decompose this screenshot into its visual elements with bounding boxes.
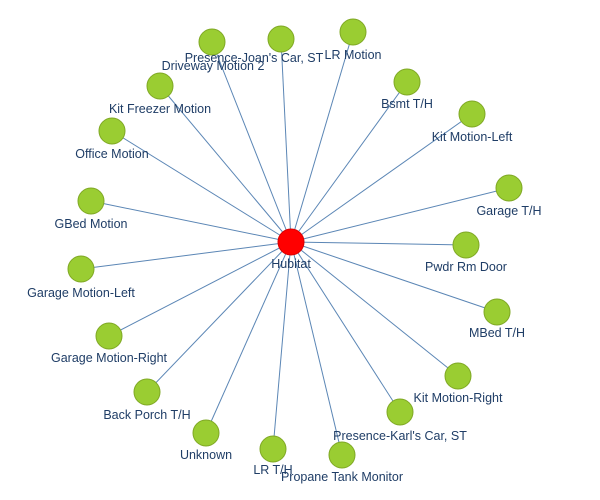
node-garage-motion-left[interactable] <box>67 255 95 283</box>
node-label-garage-motion-left: Garage Motion-Left <box>27 286 135 300</box>
node-bsmt-t-h[interactable] <box>393 68 421 96</box>
node-hubitat-hub[interactable] <box>277 228 305 256</box>
node-label-kit-freezer-motion: Kit Freezer Motion <box>109 102 211 116</box>
node-label-propane-tank-monitor: Propane Tank Monitor <box>281 470 403 484</box>
node-label-lr-motion: LR Motion <box>325 48 382 62</box>
node-label-kit-motion-right: Kit Motion-Right <box>414 391 503 405</box>
edge-gbed-motion <box>90 200 292 243</box>
edge-garage-t-h <box>290 187 510 243</box>
edge-garage-motion-left <box>80 241 292 270</box>
edge-kit-freezer-motion <box>159 85 292 243</box>
node-label-hubitat: Hubitat <box>271 257 311 271</box>
node-presence-joan-s-car-st[interactable] <box>267 25 295 53</box>
edge-kit-motion-right <box>290 241 459 377</box>
node-label-presence-karl-s-car-st: Presence-Karl's Car, ST <box>333 429 467 443</box>
node-kit-freezer-motion[interactable] <box>146 72 174 100</box>
edge-lr-t-h <box>272 241 292 450</box>
edge-bsmt-t-h <box>290 81 408 243</box>
node-driveway-motion-2[interactable] <box>198 28 226 56</box>
node-garage-t-h[interactable] <box>495 174 523 202</box>
node-label-driveway-motion-2: Driveway Motion 2 <box>162 59 265 73</box>
edge-propane-tank-monitor <box>290 241 343 456</box>
node-back-porch-t-h[interactable] <box>133 378 161 406</box>
node-unknown[interactable] <box>192 419 220 447</box>
node-label-garage-t-h: Garage T/H <box>476 204 541 218</box>
edge-presence-joan-s-car-st <box>280 38 292 243</box>
node-label-kit-motion-left: Kit Motion-Left <box>432 130 513 144</box>
node-mbed-t-h[interactable] <box>483 298 511 326</box>
node-kit-motion-left[interactable] <box>458 100 486 128</box>
node-label-mbed-t-h: MBed T/H <box>469 326 525 340</box>
edge-pwdr-rm-door <box>290 241 467 246</box>
edge-lr-motion <box>290 31 354 243</box>
node-label-pwdr-rm-door: Pwdr Rm Door <box>425 260 507 274</box>
edge-kit-motion-left <box>290 113 473 243</box>
node-label-back-porch-t-h: Back Porch T/H <box>103 408 190 422</box>
edge-garage-motion-right <box>108 241 292 337</box>
node-presence-karl-s-car-st[interactable] <box>386 398 414 426</box>
node-label-garage-motion-right: Garage Motion-Right <box>51 351 168 365</box>
node-label-bsmt-t-h: Bsmt T/H <box>381 97 433 111</box>
edge-mbed-t-h <box>290 241 498 313</box>
node-garage-motion-right[interactable] <box>95 322 123 350</box>
node-kit-motion-right[interactable] <box>444 362 472 390</box>
node-office-motion[interactable] <box>98 117 126 145</box>
node-label-office-motion: Office Motion <box>75 147 148 161</box>
node-label-lr-t-h: LR T/H <box>253 463 292 477</box>
node-lr-motion[interactable] <box>339 18 367 46</box>
edge-presence-karl-s-car-st <box>290 241 401 413</box>
node-label-gbed-motion: GBed Motion <box>55 217 128 231</box>
edge-driveway-motion-2 <box>211 41 292 243</box>
edge-back-porch-t-h <box>146 241 292 393</box>
nodes-layer <box>67 18 523 469</box>
node-label-unknown: Unknown <box>180 448 232 462</box>
node-label-presence-joan-s-car-st: Presence-Joan's Car, ST <box>185 51 324 65</box>
edges-layer <box>80 31 510 456</box>
node-pwdr-rm-door[interactable] <box>452 231 480 259</box>
node-lr-t-h[interactable] <box>259 435 287 463</box>
edge-office-motion <box>111 130 292 243</box>
node-gbed-motion[interactable] <box>77 187 105 215</box>
edge-unknown <box>205 241 292 434</box>
node-propane-tank-monitor[interactable] <box>328 441 356 469</box>
